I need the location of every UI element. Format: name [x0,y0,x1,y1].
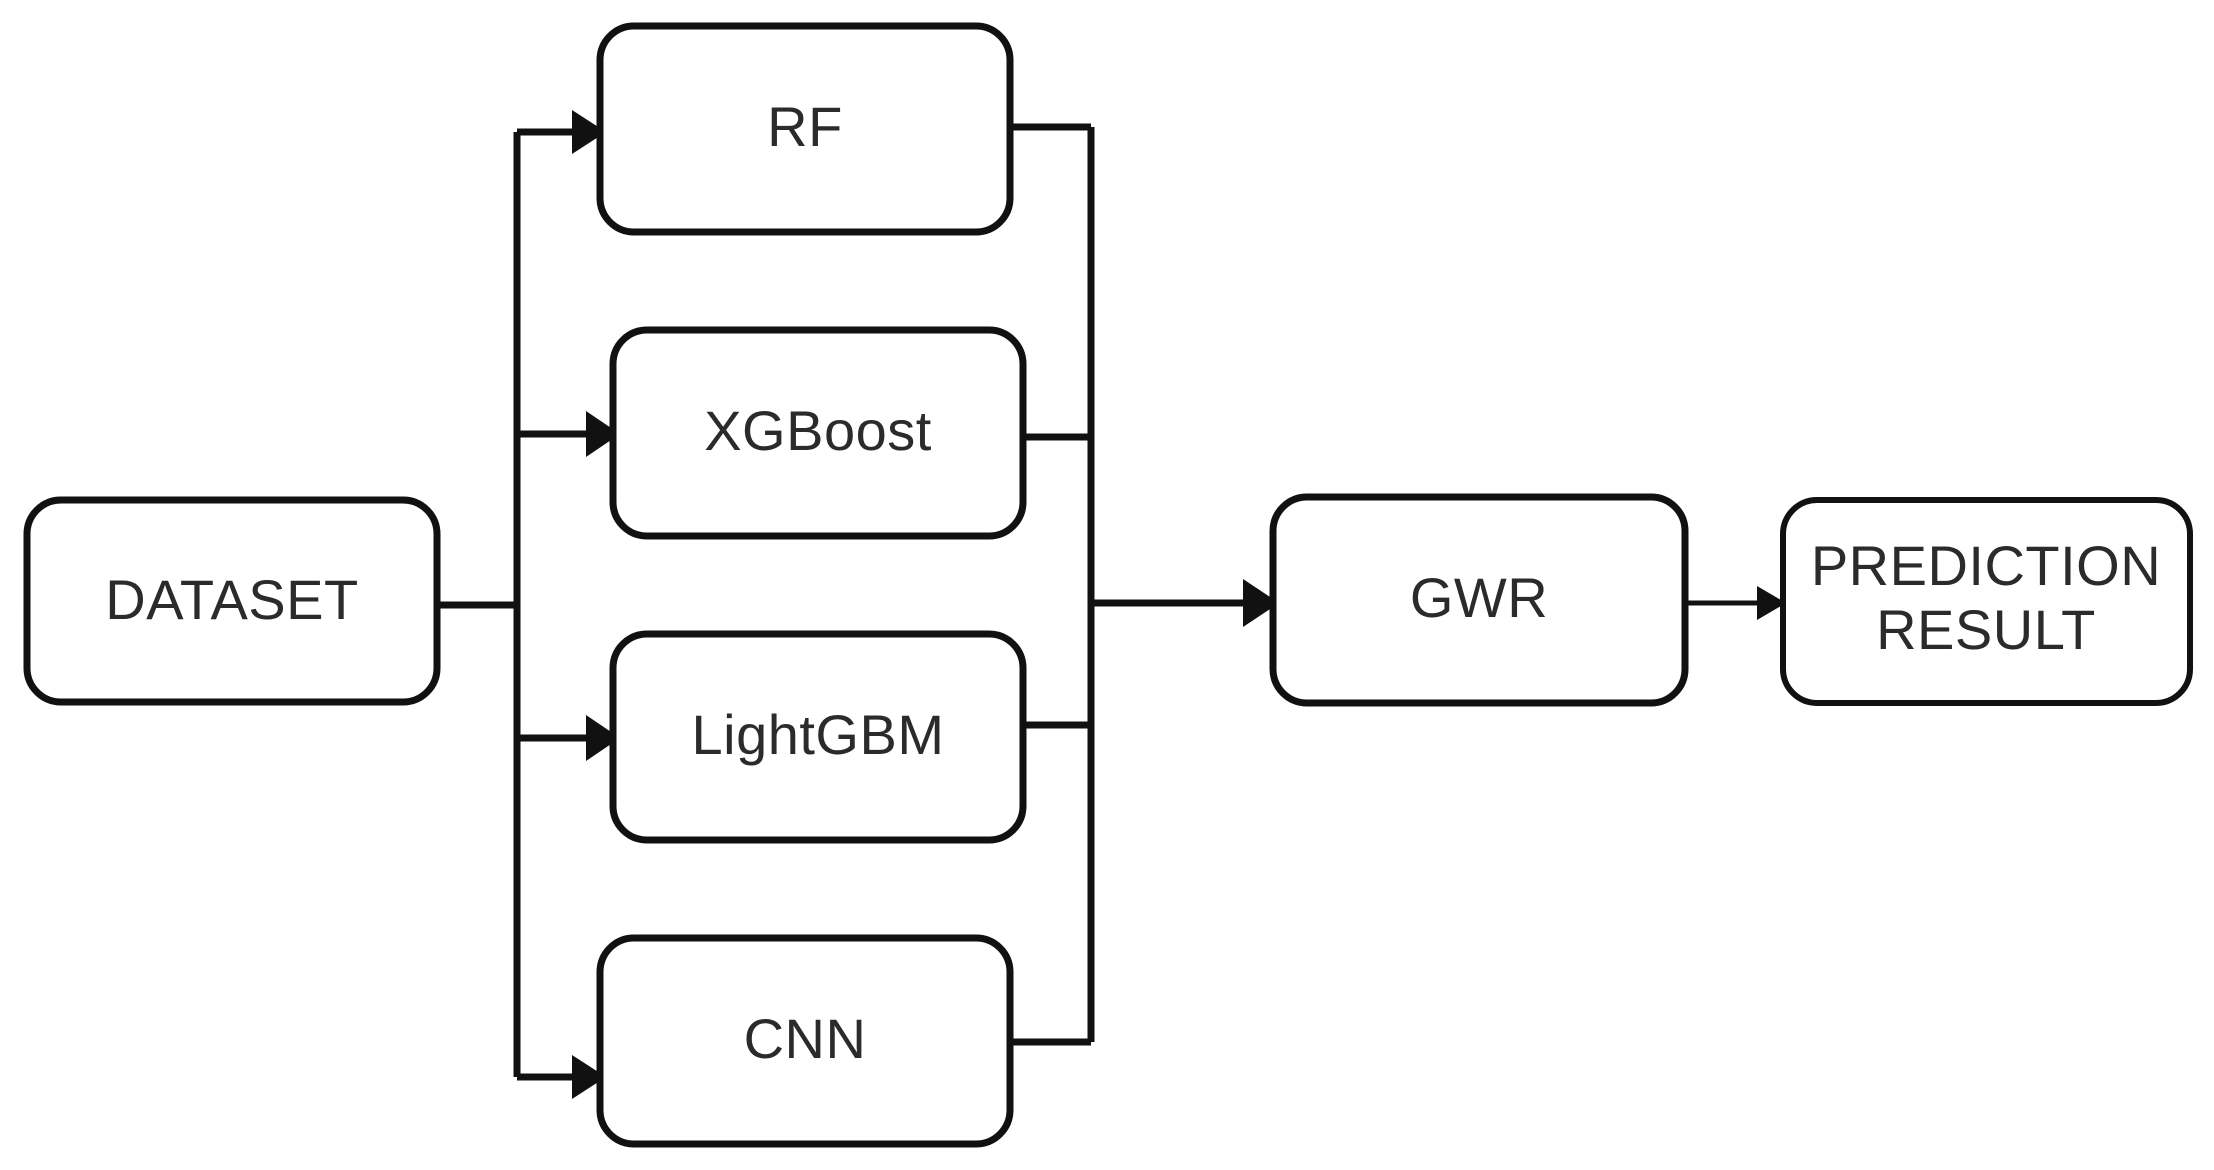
node-dataset-label: DATASET [105,568,358,631]
node-cnn[interactable]: CNN [596,934,1014,1148]
arrow-head-cnn-icon [572,1055,606,1099]
node-gwr-box[interactable] [1269,493,1689,707]
node-rf-box[interactable] [596,22,1014,236]
node-lightgbm[interactable]: LightGBM [609,630,1027,844]
node-xgboost-label: XGBoost [704,399,932,462]
node-dataset-box[interactable] [23,496,441,706]
arrow-head-gwr-icon [1243,579,1279,627]
node-prediction-result[interactable]: PREDICTION RESULT [1780,497,2193,706]
node-cnn-label: CNN [744,1007,867,1070]
node-xgboost[interactable]: XGBoost [609,326,1027,540]
node-dataset[interactable]: DATASET [23,496,441,706]
arrow-head-prediction-icon [1757,586,1786,620]
node-cnn-box[interactable] [596,934,1014,1148]
node-rf[interactable]: RF [596,22,1014,236]
node-prediction-result-box[interactable] [1780,497,2193,706]
node-xgboost-box[interactable] [609,326,1027,540]
node-prediction-result-label-line1: PREDICTION [1811,534,2161,597]
arrow-head-lightgbm-icon [586,715,620,761]
connector-group [437,110,1786,1099]
node-rf-label: RF [767,95,843,158]
arrow-head-xgboost-icon [586,411,620,457]
node-gwr[interactable]: GWR [1269,493,1689,707]
node-lightgbm-label: LightGBM [692,703,945,766]
node-gwr-label: GWR [1410,566,1548,629]
node-prediction-result-label-line2: RESULT [1876,598,2096,661]
node-lightgbm-box[interactable] [609,630,1027,844]
arrow-head-rf-icon [572,110,606,154]
